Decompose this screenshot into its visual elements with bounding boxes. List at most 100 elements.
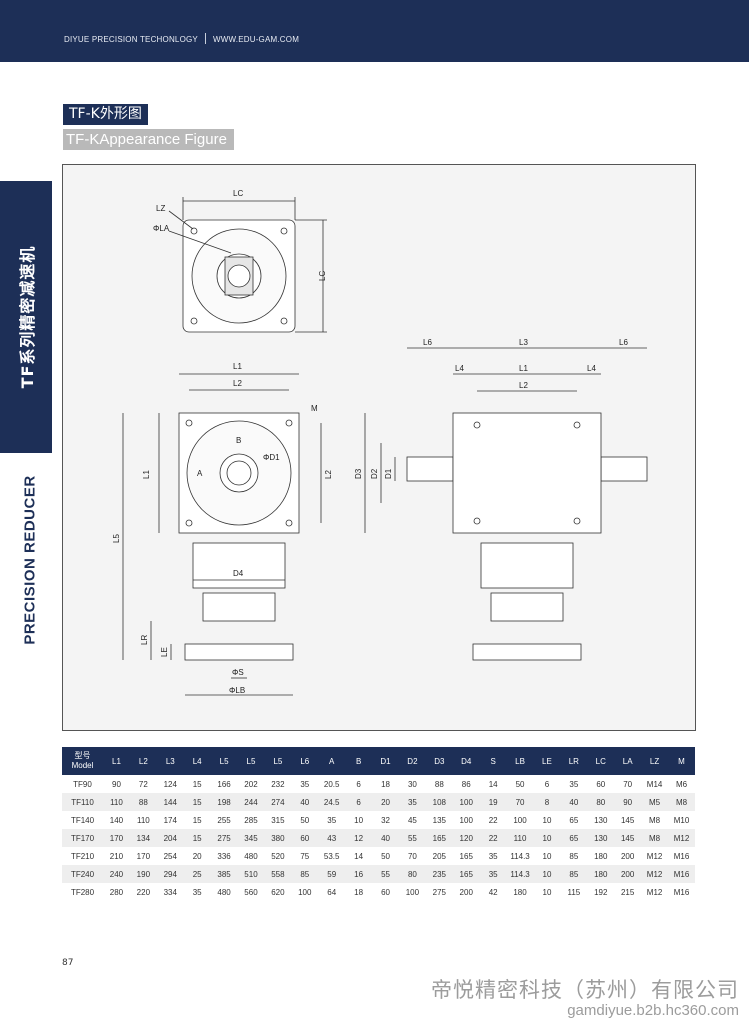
value-cell: 385 bbox=[210, 865, 238, 883]
value-cell: 100 bbox=[398, 883, 426, 901]
value-cell: M12 bbox=[641, 883, 669, 901]
value-cell: 100 bbox=[452, 811, 480, 829]
value-cell: 315 bbox=[264, 811, 292, 829]
value-cell: 215 bbox=[614, 883, 642, 901]
value-cell: 198 bbox=[210, 793, 238, 811]
label-l3: L3 bbox=[519, 338, 528, 347]
header-col: LA bbox=[614, 747, 642, 775]
label-d2: D2 bbox=[370, 468, 379, 479]
website-link[interactable]: WWW.EDU-GAM.COM bbox=[212, 35, 300, 44]
value-cell: 70 bbox=[506, 793, 534, 811]
value-cell: 380 bbox=[264, 829, 292, 847]
value-cell: 35 bbox=[318, 811, 346, 829]
value-cell: 274 bbox=[264, 793, 292, 811]
value-cell: 200 bbox=[614, 847, 642, 865]
value-cell: 140 bbox=[103, 811, 130, 829]
value-cell: 14 bbox=[479, 775, 507, 793]
value-cell: 244 bbox=[237, 793, 265, 811]
value-cell: 254 bbox=[156, 847, 184, 865]
value-cell: 15 bbox=[183, 811, 211, 829]
value-cell: 280 bbox=[103, 883, 130, 901]
header-col: M bbox=[668, 747, 695, 775]
value-cell: 14 bbox=[345, 847, 373, 865]
figure-title-en: TF-KAppearance Figure bbox=[63, 129, 234, 150]
value-cell: 232 bbox=[264, 775, 292, 793]
value-cell: 240 bbox=[103, 865, 130, 883]
side-view-labels: L6 L3 L6 L4 L1 L4 L2 D3 D2 D1 bbox=[354, 338, 628, 479]
label-l5: L5 bbox=[112, 534, 121, 543]
value-cell: 192 bbox=[587, 883, 615, 901]
top-view-labels: LC LZ ΦLA LC bbox=[153, 189, 327, 281]
value-cell: 190 bbox=[129, 865, 157, 883]
header-col: L6 bbox=[291, 747, 319, 775]
value-cell: 19 bbox=[479, 793, 507, 811]
header-col: D4 bbox=[452, 747, 480, 775]
value-cell: 40 bbox=[372, 829, 399, 847]
header-col: L5 bbox=[210, 747, 238, 775]
header-col: D1 bbox=[372, 747, 399, 775]
front-bolt-hole bbox=[285, 419, 293, 427]
value-cell: M12 bbox=[668, 829, 695, 847]
header-col: L1 bbox=[103, 747, 130, 775]
value-cell: 170 bbox=[103, 829, 130, 847]
value-cell: 520 bbox=[264, 847, 292, 865]
value-cell: 70 bbox=[398, 847, 426, 865]
value-cell: 336 bbox=[210, 847, 238, 865]
header-col: A bbox=[318, 747, 346, 775]
header-col: LC bbox=[587, 747, 615, 775]
value-cell: 35 bbox=[479, 865, 507, 883]
value-cell: 10 bbox=[533, 829, 561, 847]
value-cell: 85 bbox=[560, 847, 588, 865]
leader-line bbox=[168, 210, 194, 230]
front-view-labels: L1 L2 M B ΦD1 A L1 L2 L5 D4 LR LE ΦS ΦLB bbox=[112, 362, 333, 695]
label-lb: ΦLB bbox=[229, 686, 245, 695]
value-cell: 124 bbox=[156, 775, 184, 793]
value-cell: 30 bbox=[398, 775, 426, 793]
value-cell: M16 bbox=[668, 865, 695, 883]
value-cell: 10 bbox=[345, 811, 373, 829]
value-cell: 345 bbox=[237, 829, 265, 847]
value-cell: 20.5 bbox=[318, 775, 346, 793]
value-cell: 65 bbox=[560, 829, 588, 847]
front-adapter bbox=[202, 592, 276, 622]
value-cell: 205 bbox=[425, 847, 453, 865]
value-cell: 59 bbox=[318, 865, 346, 883]
value-cell: 275 bbox=[425, 883, 453, 901]
value-cell: 24.5 bbox=[318, 793, 346, 811]
label-l1-side: L1 bbox=[142, 470, 151, 479]
side-bolt-hole bbox=[473, 517, 481, 525]
value-cell: 10 bbox=[533, 811, 561, 829]
value-cell: 202 bbox=[237, 775, 265, 793]
value-cell: 35 bbox=[183, 883, 211, 901]
value-cell: 60 bbox=[291, 829, 319, 847]
value-cell: 170 bbox=[129, 847, 157, 865]
value-cell: M16 bbox=[668, 847, 695, 865]
site-url[interactable]: gamdiyue.b2b.hc360.com bbox=[567, 1002, 739, 1019]
value-cell: 6 bbox=[345, 775, 373, 793]
value-cell: 25 bbox=[183, 865, 211, 883]
side-tab bbox=[0, 181, 52, 453]
value-cell: 60 bbox=[372, 883, 399, 901]
label-d1-sv: D1 bbox=[384, 468, 393, 479]
value-cell: 45 bbox=[398, 811, 426, 829]
top-bolt-hole bbox=[280, 317, 288, 325]
label-l4-left: L4 bbox=[455, 364, 464, 373]
value-cell: 558 bbox=[264, 865, 292, 883]
value-cell: 42 bbox=[479, 883, 507, 901]
front-flange-plate bbox=[184, 643, 294, 661]
value-cell: 35 bbox=[398, 793, 426, 811]
front-bore bbox=[226, 460, 252, 486]
model-cell: TF90 bbox=[62, 775, 103, 793]
label-lc: LC bbox=[233, 189, 243, 198]
header-divider bbox=[204, 33, 206, 44]
value-cell: M5 bbox=[641, 793, 669, 811]
value-cell: 180 bbox=[587, 865, 615, 883]
label-lc-vertical: LC bbox=[318, 271, 327, 281]
label-l1-sv: L1 bbox=[519, 364, 528, 373]
value-cell: 275 bbox=[210, 829, 238, 847]
